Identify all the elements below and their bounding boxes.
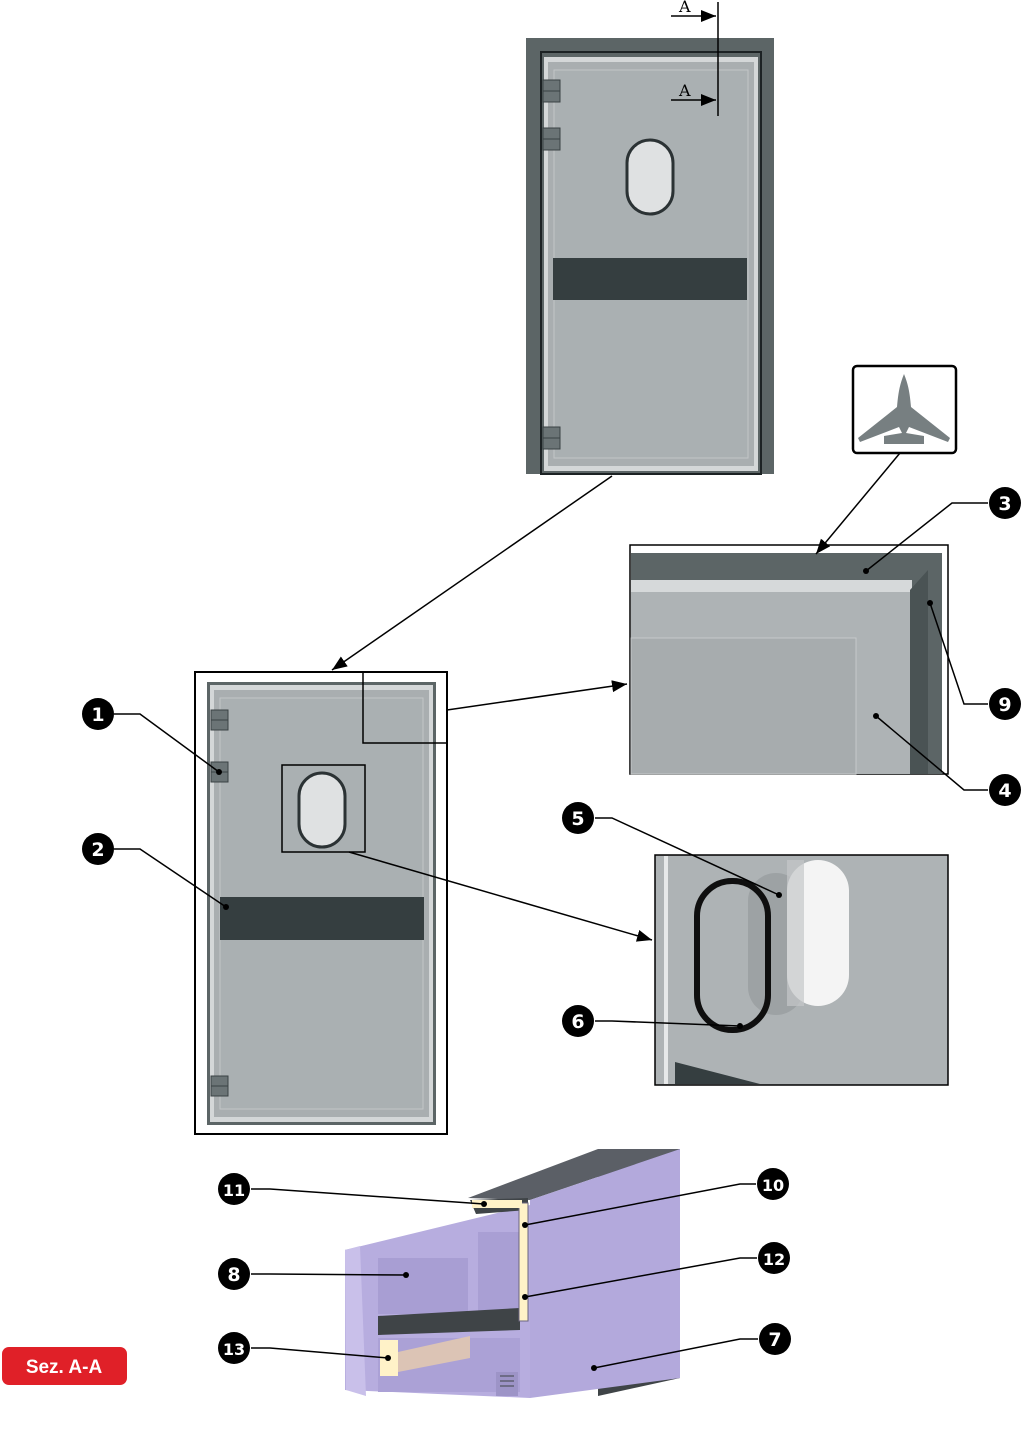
svg-text:8: 8 <box>227 1264 240 1286</box>
callout-4: 4 <box>989 774 1021 806</box>
kick-plate <box>553 258 747 300</box>
svg-text:10: 10 <box>762 1176 784 1195</box>
svg-text:6: 6 <box>571 1011 584 1033</box>
callout-8: 8 <box>218 1258 250 1290</box>
callout-3: 3 <box>989 487 1021 519</box>
hinge <box>210 709 229 731</box>
callout-6: 6 <box>562 1005 594 1037</box>
callout-12: 12 <box>758 1242 790 1274</box>
porthole-detail-box <box>281 764 366 853</box>
profile-section <box>345 1149 680 1398</box>
corner-detail-box <box>362 671 448 744</box>
svg-text:13: 13 <box>223 1340 245 1359</box>
svg-text:5: 5 <box>571 808 584 830</box>
callout-10: 10 <box>757 1168 789 1200</box>
svg-text:2: 2 <box>91 839 104 861</box>
callout-7: 7 <box>759 1323 791 1355</box>
callout-1: 1 <box>82 698 114 730</box>
svg-text:3: 3 <box>998 493 1011 515</box>
svg-text:9: 9 <box>998 694 1011 716</box>
section-letter-bottom: A <box>678 81 691 100</box>
section-cut-marker: A A <box>671 0 719 116</box>
callout-2: 2 <box>82 833 114 865</box>
airplane-icon <box>858 374 950 444</box>
corner-detail <box>629 544 949 775</box>
hinge <box>542 127 561 151</box>
svg-text:1: 1 <box>91 704 104 726</box>
callout-9: 9 <box>989 688 1021 720</box>
svg-text:12: 12 <box>763 1250 785 1269</box>
svg-text:7: 7 <box>768 1329 781 1351</box>
section-badge-label: Sez. A-A <box>26 1357 103 1378</box>
callout-5: 5 <box>562 802 594 834</box>
callout-13: 13 <box>218 1332 250 1364</box>
hinge <box>542 79 561 103</box>
kick-plate <box>220 897 424 940</box>
door-elevation-top <box>526 38 774 475</box>
porthole-detail <box>654 854 949 1086</box>
callout-11: 11 <box>218 1173 250 1205</box>
svg-text:4: 4 <box>998 780 1011 802</box>
door-elevation-main <box>194 671 448 1135</box>
airplane-symbol-box <box>851 364 958 455</box>
hinge <box>542 426 561 450</box>
section-badge: Sez. A-A <box>2 1347 127 1385</box>
section-letter-top: A <box>678 0 691 16</box>
porthole-window <box>297 771 347 849</box>
svg-text:11: 11 <box>223 1181 245 1200</box>
porthole-window <box>625 138 675 216</box>
hinge <box>210 1075 229 1097</box>
